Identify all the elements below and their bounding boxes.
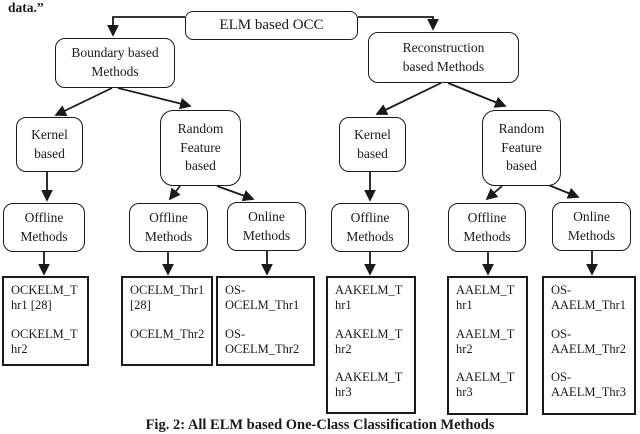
method-label: AAKELM_T hr1 [335, 283, 403, 313]
node-boundary-based-methods: Boundary based Methods [55, 38, 175, 88]
arrow-random-right-to-online [545, 183, 580, 199]
node-offline-methods-boundary-kernel: Offline Methods [3, 203, 85, 252]
leaf-os-aaelm-list: OS- AAELM_Thr1 OS- AAELM_Thr2 OS- AAELM_… [542, 276, 636, 415]
method-label: OS- OCELM_Thr1 [225, 283, 300, 313]
arrow-reconstruction-to-random-feature [447, 82, 507, 108]
arrow-random-left-to-online [216, 185, 255, 202]
method-label: OCELM_Thr2 [130, 326, 205, 341]
node-elm-based-occ: ELM based OCC [185, 11, 358, 40]
leaf-ockelm-list: OCKELM_T hr1 [28] OCKELM_T hr2 [2, 276, 89, 366]
arrow-random-left-to-offline [168, 185, 181, 201]
method-label: OCKELM_T hr2 [11, 326, 78, 356]
node-kernel-based-right: Kernel based [339, 117, 406, 172]
node-random-feature-based-right: Random Feature based [482, 110, 561, 186]
method-label: OS- AAELM_Thr2 [551, 326, 626, 356]
node-kernel-based-left: Kernel based [16, 117, 83, 172]
node-online-methods-boundary-rf: Online Methods [227, 202, 306, 251]
method-label: OS- AAELM_Thr3 [551, 370, 626, 400]
arrow-root-to-reconstruction [358, 16, 439, 31]
method-label: AAELM_T hr2 [456, 326, 515, 356]
method-label: OS- OCELM_Thr2 [225, 326, 300, 356]
method-label: AAELM_T hr3 [456, 370, 515, 400]
method-label: OS- AAELM_Thr1 [551, 283, 626, 313]
arrow-reconstruction-to-kernel [375, 82, 442, 115]
arrow-root-to-boundary [107, 16, 185, 37]
leaf-aaelm-list: AAELM_T hr1 AAELM_T hr2 AAELM_T hr3 [447, 276, 528, 415]
method-label: AAELM_T hr1 [456, 283, 515, 313]
leading-body-text: data.” [8, 0, 44, 15]
method-label: AAKELM_T hr2 [335, 326, 403, 356]
figure-caption: Fig. 2: All ELM based One-Class Classifi… [145, 417, 495, 433]
node-offline-methods-boundary-rf: Offline Methods [129, 203, 208, 252]
method-label: OCKELM_T hr1 [28] [11, 283, 78, 313]
node-online-methods-recon-rf: Online Methods [552, 202, 631, 251]
node-offline-methods-recon-rf: Offline Methods [448, 203, 526, 252]
node-reconstruction-based-methods: Reconstruction based Methods [368, 32, 519, 83]
leaf-os-ocelm-list: OS- OCELM_Thr1 OS- OCELM_Thr2 [216, 276, 315, 366]
leaf-ocelm-list: OCELM_Thr1 [28] OCELM_Thr2 [121, 276, 213, 366]
arrow-random-right-to-offline [485, 185, 503, 201]
method-label: OCELM_Thr1 [28] [130, 283, 205, 313]
leaf-aakelm-list: AAKELM_T hr1 AAKELM_T hr2 AAKELM_T hr3 [326, 276, 416, 414]
arrow-boundary-to-random-feature [117, 87, 192, 110]
arrow-boundary-to-kernel [54, 87, 113, 116]
node-offline-methods-recon-kernel: Offline Methods [331, 203, 409, 252]
method-label: AAKELM_T hr3 [335, 370, 403, 400]
node-random-feature-based-left: Random Feature based [160, 110, 241, 186]
